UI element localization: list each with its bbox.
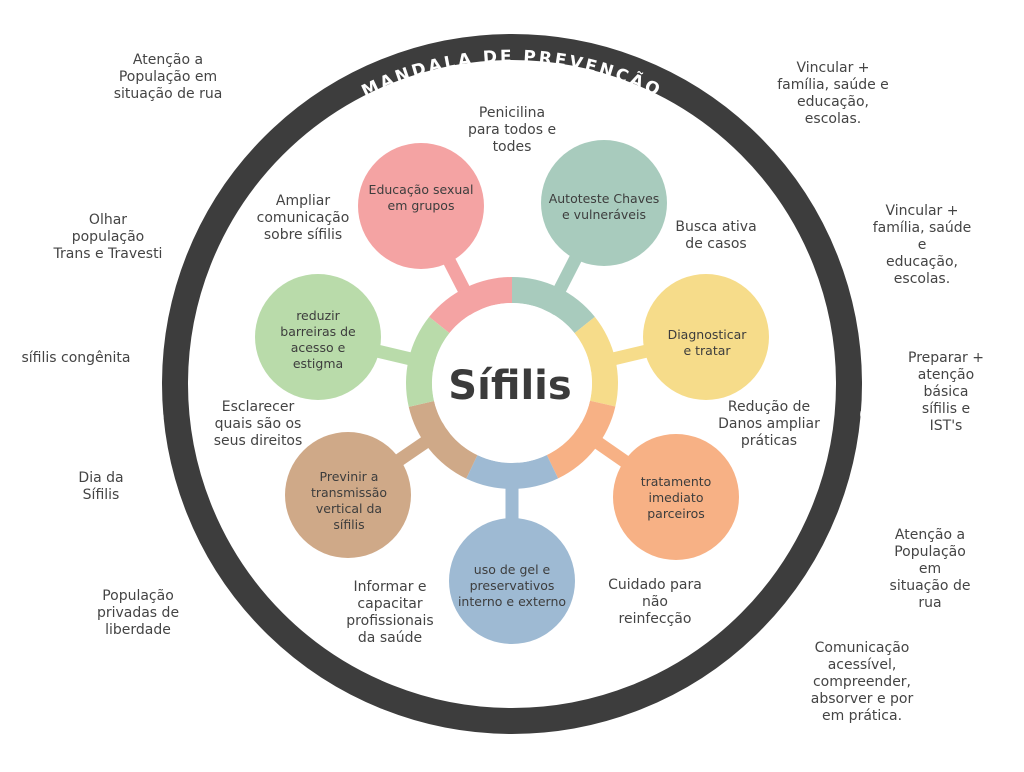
hub-segment-gel <box>466 455 559 489</box>
node-label-diagnosticar: Diagnosticar e tratar <box>667 327 747 358</box>
label-privadas-liberdade: População privadas de liberdade <box>96 588 180 638</box>
node-circle-educacao <box>358 143 484 269</box>
node-label-reduzir: reduzir barreiras de acesso e estigma <box>280 308 356 371</box>
node-circle-gel <box>449 518 575 644</box>
label-trans-travesti: Olhar população Trans e Travesti <box>53 212 163 262</box>
label-comunicacao: Comunicação acessível, compreender, abso… <box>810 640 914 724</box>
node-circle-tratamento <box>613 434 739 560</box>
hub-segment-diagnosticar <box>574 316 618 407</box>
label-dia-da-sifilis: Dia da Sífilis <box>78 470 124 503</box>
node-circle-previnir <box>285 432 411 558</box>
hub-segment-previnir <box>408 400 478 479</box>
node-circle-diagnosticar <box>643 274 769 400</box>
hub-center <box>432 303 592 463</box>
node-label-gel: uso de gel e preservativos interno e ext… <box>457 562 567 609</box>
label-atencao-rua-right: Atenção a População em situação de rua <box>889 527 971 611</box>
label-vincular-1: Vincular + família, saúde e educação, es… <box>777 60 889 127</box>
label-preparar: Preparar + atenção básica sífilis e IST'… <box>908 350 984 434</box>
node-label-tratamento: tratamento imediato parceiros <box>640 474 712 521</box>
hub-segment-tratamento <box>546 400 616 479</box>
label-reducao: Redução de Danos ampliar práticas <box>718 399 820 449</box>
hub-ring <box>405 277 618 489</box>
node-label-autoteste: Autoteste Chaves e vulneráveis <box>548 191 660 222</box>
hub-segment-educacao <box>429 277 512 334</box>
ring-left-label: SÍFILIS <box>149 409 170 483</box>
label-esclarecer: Esclarecer quais são os seus direitos <box>213 399 303 449</box>
node-label-previnir: Previnir a transmissão vertical da sífil… <box>310 469 388 532</box>
label-cuidado: Cuidado para não reinfecção <box>608 577 702 627</box>
ring-right-label: SÍFILIS <box>854 409 876 483</box>
satellite-nodes <box>255 140 769 644</box>
hub-segment-reduzir <box>405 316 450 407</box>
label-ampliar: Ampliar comunicação sobre sífilis <box>256 193 350 243</box>
ring-right-label-text: SÍFILIS <box>854 409 874 483</box>
ring-left-label-text: SÍFILIS <box>149 409 168 483</box>
label-penicilina: Penicilina para todos e todes <box>467 105 557 155</box>
center-label: Sífilis <box>448 363 571 409</box>
label-vincular-2: Vincular + família, saúde e educação, es… <box>872 203 972 287</box>
node-label-educacao: Educação sexual em grupos <box>368 182 474 213</box>
hub-segment-autoteste <box>512 277 595 334</box>
label-atencao-rua-left: Atenção a População em situação de rua <box>113 52 223 102</box>
label-busca: Busca ativa de casos <box>675 219 757 252</box>
node-circle-reduzir <box>255 274 381 400</box>
label-informar: Informar e capacitar profissionais da sa… <box>346 579 434 646</box>
node-circle-autoteste <box>541 140 667 266</box>
outer-ring <box>162 34 862 734</box>
label-sifilis-congenita: sífilis congênita <box>21 350 131 366</box>
